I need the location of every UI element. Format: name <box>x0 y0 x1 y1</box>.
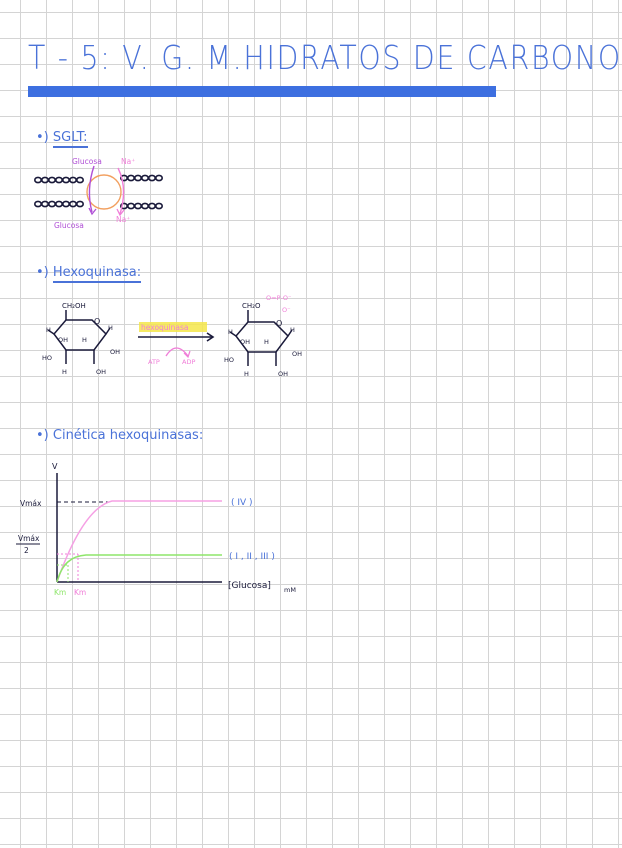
glucose-h-4: H <box>62 368 67 376</box>
x-axis-unit: mM <box>284 586 296 594</box>
page-title: T - 5: V. G. M.HIDRATOS DE CARBONO <box>28 38 622 77</box>
bullet-icon: •) <box>36 428 53 443</box>
section-heading-label: Cinética hexoquinasas: <box>52 428 204 443</box>
curve-iv <box>56 500 222 583</box>
g6p-h-4: H <box>244 370 249 378</box>
membrane-bottom <box>34 200 164 210</box>
curve-i-iii <box>56 554 222 583</box>
g6p-ring-oxygen: O <box>276 319 282 328</box>
glucose-oh-1: OH <box>58 336 68 344</box>
glucose-label-bottom: Glucosa <box>54 221 84 230</box>
g6p-o-minus: O⁻ <box>282 306 291 314</box>
glucose-oh-2: OH <box>110 348 120 356</box>
bullet-icon: •) <box>36 265 53 280</box>
kinetics-graph: V Vmáx Vmáx 2 ( IV ) ( I , II , III ) Km… <box>16 462 296 597</box>
sglt-diagram: Glucosa Glucosa Na⁺ Na⁺ <box>34 157 164 230</box>
g6p-ho: HO <box>224 356 234 364</box>
enzyme-highlight <box>139 322 207 332</box>
g6p-oh-3: OH <box>278 370 288 378</box>
glucose-h-1: H <box>46 326 51 334</box>
bullet-icon: •) <box>36 130 53 145</box>
glucose-ch2oh: CH₂OH <box>62 302 86 310</box>
enzyme-label: hexoquinasa <box>141 323 188 332</box>
atp-label: ATP <box>148 358 160 366</box>
series-i-iii-label: ( I , II , III ) <box>229 552 275 562</box>
g6p-phosphate: O=P-O⁻ <box>266 294 291 302</box>
g6p-molecule <box>229 310 293 366</box>
g6p-oh-2: OH <box>292 350 302 358</box>
g6p-h-2: H <box>264 338 269 346</box>
section-heading-hexoquinasa: •) Hexoquinasa: <box>36 265 142 283</box>
km-pink-label: Km <box>74 588 86 597</box>
g6p-ch2o: CH₂O <box>242 302 261 310</box>
section-heading-label: Hexoquinasa: <box>52 265 142 283</box>
hexoquinasa-reaction: CH₂OH O H OH H H OH HO H OH hexoquinasa … <box>42 294 302 378</box>
glucose-h-2: H <box>82 336 87 344</box>
glucose-arrow <box>88 165 95 213</box>
section-heading-label: SGLT: <box>52 130 88 148</box>
y-axis-label: V <box>52 462 58 471</box>
section-heading-sglt: •) SGLT: <box>36 130 88 148</box>
g6p-h-3: H <box>290 326 295 334</box>
half-vmax-numerator: Vmáx <box>18 534 40 543</box>
glucose-oh-3: OH <box>96 368 106 376</box>
sodium-arrow <box>117 167 125 215</box>
km-green-label: Km <box>54 588 66 597</box>
vmax-label: Vmáx <box>20 499 42 508</box>
glucose-ho: HO <box>42 354 52 362</box>
membrane-top <box>34 174 164 184</box>
glucose-ring-oxygen: O <box>94 317 100 326</box>
glucose-h-3: H <box>108 324 113 332</box>
glucose-label-top: Glucosa <box>72 157 102 166</box>
transporter-circle <box>86 174 122 210</box>
glucose-molecule <box>47 310 111 364</box>
g6p-h-1: H <box>228 328 233 336</box>
x-axis-label: [Glucosa] <box>228 581 271 591</box>
adp-label: ADP <box>182 358 195 366</box>
g6p-oh-1: OH <box>240 338 250 346</box>
series-iv-label: ( IV ) <box>231 498 253 508</box>
title-underline-bar <box>28 86 496 97</box>
atp-adp-arrow <box>165 347 189 357</box>
half-vmax-denominator: 2 <box>24 546 29 555</box>
sodium-label-bottom: Na⁺ <box>116 215 130 224</box>
section-heading-cinetica: •) Cinética hexoquinasas: <box>36 428 203 443</box>
sodium-label-top: Na⁺ <box>121 157 135 166</box>
